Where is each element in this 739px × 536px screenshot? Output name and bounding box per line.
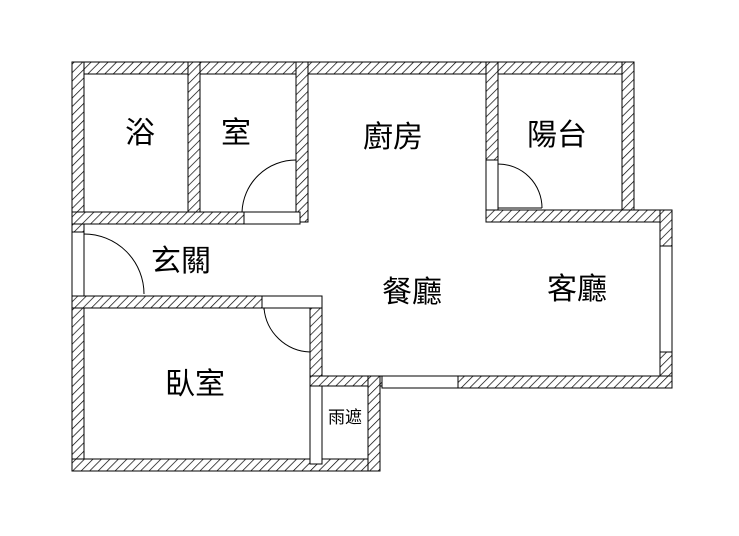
window-balcony-left [485, 159, 499, 211]
wall-left-lower [71, 295, 85, 472]
wall-left-upper [71, 61, 85, 233]
label-canopy: 雨遮 [328, 408, 362, 428]
label-bath-left: 浴 [125, 116, 155, 151]
wall-balcony-right [621, 61, 635, 221]
window-bedroom-top [261, 295, 323, 309]
wall-bath-bottom [71, 211, 245, 225]
wall-balcony-bottom [485, 209, 673, 223]
label-entrance: 玄關 [151, 244, 211, 279]
label-bath-right: 室 [221, 116, 251, 151]
doors [83, 159, 543, 353]
door-bath [241, 159, 297, 213]
wall-bedroom-right [309, 295, 323, 387]
wall-kitchen-balcony [485, 61, 499, 161]
wall-bath-kitchen [295, 61, 309, 223]
wall-bedroom-top [71, 295, 263, 309]
label-balcony: 陽台 [527, 118, 587, 153]
label-bedroom: 臥室 [165, 367, 225, 402]
walls [71, 61, 673, 472]
label-kitchen: 廚房 [363, 120, 423, 155]
label-dining: 餐廳 [382, 275, 442, 310]
wall-living-right-upper [659, 209, 673, 247]
door-balcony [497, 163, 543, 209]
room-labels: 浴 室 廚房 陽台 玄關 餐廳 客廳 臥室 雨遮 [125, 116, 607, 428]
label-living: 客廳 [547, 272, 607, 307]
wall-living-bottom [457, 375, 673, 389]
door-bedroom [263, 307, 311, 353]
wall-canopy-right [367, 375, 381, 472]
wall-top [71, 61, 635, 75]
window-dining-bottom [381, 375, 459, 389]
window-entrance-left [71, 231, 85, 297]
window-living-right [659, 245, 673, 353]
windows [71, 159, 673, 465]
window-canopy-left [309, 385, 323, 465]
door-entrance [83, 233, 145, 295]
wall-bottom [71, 458, 381, 472]
window-bath [243, 211, 301, 225]
wall-bath-divider [187, 61, 201, 223]
